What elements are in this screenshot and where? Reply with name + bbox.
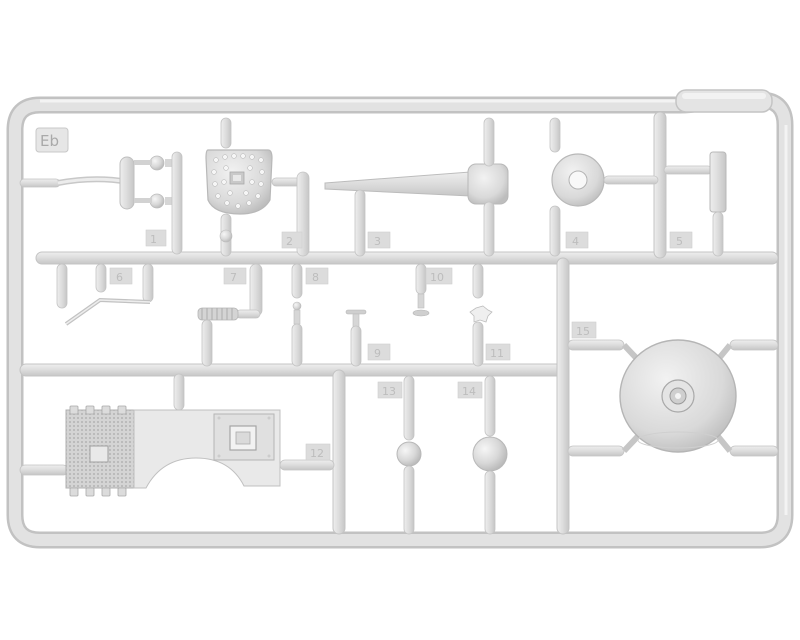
part-number-3: 3 xyxy=(374,235,381,248)
part-12-panel xyxy=(19,373,335,497)
part-number-4: 4 xyxy=(572,235,579,248)
part-number-1: 1 xyxy=(150,233,157,246)
part-number-9: 9 xyxy=(374,347,381,360)
part-number-14: 14 xyxy=(462,385,476,398)
part-6-handle xyxy=(56,263,154,326)
part-number-15: 15 xyxy=(576,325,590,338)
part-7-spring xyxy=(197,263,263,367)
part-13-ball xyxy=(396,375,422,535)
part-number-8: 8 xyxy=(312,271,319,284)
part-14-ball xyxy=(472,375,508,535)
part-3-cone xyxy=(324,117,509,257)
sprue-frame xyxy=(6,89,794,549)
part-8-stem xyxy=(291,263,303,367)
part-11-star-knob xyxy=(469,263,493,367)
part-15-tank xyxy=(567,339,779,457)
inner-runners xyxy=(19,111,779,535)
sprue-code-tag: Eb xyxy=(35,127,69,153)
part-number-13: 13 xyxy=(382,385,396,398)
part-number-7: 7 xyxy=(230,271,237,284)
part-number-12: 12 xyxy=(310,447,324,460)
part-number-5: 5 xyxy=(676,235,683,248)
part-number-tags: 1 2 3 4 5 6 7 8 9 10 11 12 13 14 15 xyxy=(109,229,693,461)
part-number-2: 2 xyxy=(286,235,293,248)
part-1-lever xyxy=(19,151,183,255)
part-number-10: 10 xyxy=(430,271,444,284)
part-number-11: 11 xyxy=(490,347,504,360)
part-number-6: 6 xyxy=(116,271,123,284)
part-9-valve xyxy=(345,309,367,367)
part-5-post xyxy=(663,151,727,257)
sprue-code: Eb xyxy=(40,132,59,150)
part-4-bowl xyxy=(549,117,659,257)
part-10-knob xyxy=(412,263,430,317)
